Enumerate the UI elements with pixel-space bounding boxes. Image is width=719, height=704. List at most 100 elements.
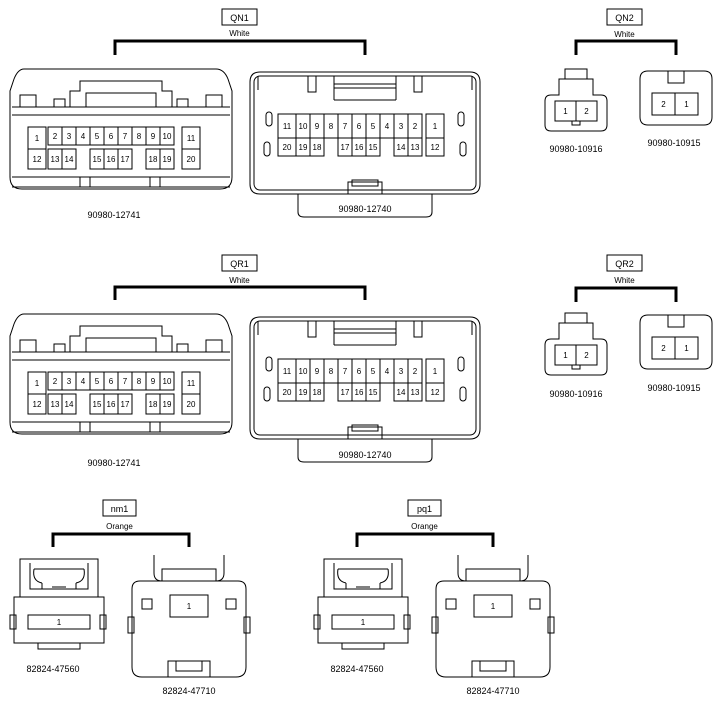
pin-label: 1 <box>684 344 689 353</box>
pin-cell <box>27 148 47 170</box>
pin-label: 10 <box>163 377 172 386</box>
pin-label: 15 <box>369 143 378 152</box>
pq1-wire-color: Orange <box>411 522 438 531</box>
pin-cell <box>181 393 201 415</box>
pin-cell <box>365 137 381 157</box>
nm1-male-connector: 1 <box>127 555 251 678</box>
pin-cell <box>365 382 381 402</box>
connector-housing <box>544 78 608 132</box>
pin-label: 10 <box>299 122 308 131</box>
pin-cell <box>181 148 201 170</box>
pin-label: 4 <box>81 132 86 141</box>
pin-label: 2 <box>53 132 58 141</box>
pin-label: 14 <box>65 155 74 164</box>
qn1-tag: QN1 <box>221 8 258 26</box>
qn2-tag-label: QN2 <box>615 13 634 23</box>
group-nm1: nm1 Orange 1 82824-47560 <box>9 499 251 696</box>
pin-label: 15 <box>93 155 102 164</box>
pin-label: 19 <box>299 388 308 397</box>
qn2-bracket <box>574 39 678 55</box>
pin-label: 2 <box>413 367 418 376</box>
qn2-male-part-number: 90980-10915 <box>647 138 700 148</box>
qn1-bracket <box>113 39 367 55</box>
pin-label: 5 <box>371 122 376 131</box>
pin-label: 2 <box>661 100 666 109</box>
pin-label: 17 <box>341 388 350 397</box>
pin-cell <box>425 137 445 157</box>
pin-label: 12 <box>431 388 440 397</box>
pin-label: 4 <box>385 122 390 131</box>
pin-label: 1 <box>35 379 40 388</box>
pq1-male-connector: 1 <box>431 555 555 678</box>
pin-label: 1 <box>433 122 438 131</box>
pin-label: 17 <box>121 400 130 409</box>
pin-label: 9 <box>151 377 156 386</box>
pin-cell <box>159 393 175 415</box>
pin-label: 7 <box>123 377 128 386</box>
qn1-wire-color: White <box>229 29 250 38</box>
qn1-tag-label: QN1 <box>230 13 249 23</box>
pin-row: 1 <box>361 618 366 627</box>
pin-label: 6 <box>109 377 114 386</box>
pin-label: 1 <box>361 618 366 627</box>
pin-label: 16 <box>355 143 364 152</box>
pin-label: 3 <box>67 132 72 141</box>
pin-cell <box>407 137 423 157</box>
pin-label: 16 <box>355 388 364 397</box>
pin-label: 13 <box>51 400 60 409</box>
qn1-female-part-number: 90980-12741 <box>87 210 140 220</box>
pin-label: 11 <box>187 134 196 143</box>
pin-label: 14 <box>397 388 406 397</box>
pin-label: 12 <box>33 400 42 409</box>
pq1-bracket <box>355 532 495 547</box>
pin-label: 7 <box>343 367 348 376</box>
qr2-wire-color: White <box>614 276 635 285</box>
pin-label: 20 <box>283 388 292 397</box>
pin-cell <box>117 393 133 415</box>
pin-label: 8 <box>137 377 142 386</box>
connector-housing <box>435 580 551 678</box>
pin-label: 14 <box>65 400 74 409</box>
connector-housing <box>323 558 403 598</box>
pin-label: 4 <box>81 377 86 386</box>
pin-label: 10 <box>163 132 172 141</box>
pin-label: 1 <box>35 134 40 143</box>
qn2-tag: QN2 <box>606 8 643 26</box>
qr1-male-part-number: 90980-12740 <box>338 450 391 460</box>
pq1-female-connector: 1 <box>313 558 411 650</box>
pin-label: 8 <box>137 132 142 141</box>
pin-cell <box>27 393 47 415</box>
pin-row: 1 <box>57 618 62 627</box>
pin-label: 4 <box>385 367 390 376</box>
pin-label: 10 <box>299 367 308 376</box>
qr2-female-part-number: 90980-10916 <box>549 389 602 399</box>
pin-label: 13 <box>411 143 420 152</box>
connector-housing <box>9 313 233 435</box>
pq1-tag: pq1 <box>407 499 442 517</box>
pin-label: 5 <box>95 132 100 141</box>
nm1-male-part-number: 82824-47710 <box>162 686 215 696</box>
nm1-female-part-number: 82824-47560 <box>26 664 79 674</box>
pin-cell <box>117 148 133 170</box>
pin-label: 1 <box>684 100 689 109</box>
pin-label: 12 <box>431 143 440 152</box>
pin-label: 15 <box>369 388 378 397</box>
pin-row: 1 <box>491 602 496 611</box>
pin-label: 16 <box>107 155 116 164</box>
pin-cell <box>425 382 445 402</box>
pin-label: 2 <box>53 377 58 386</box>
pq1-male-part-number: 82824-47710 <box>466 686 519 696</box>
pq1-female-part-number: 82824-47560 <box>330 664 383 674</box>
